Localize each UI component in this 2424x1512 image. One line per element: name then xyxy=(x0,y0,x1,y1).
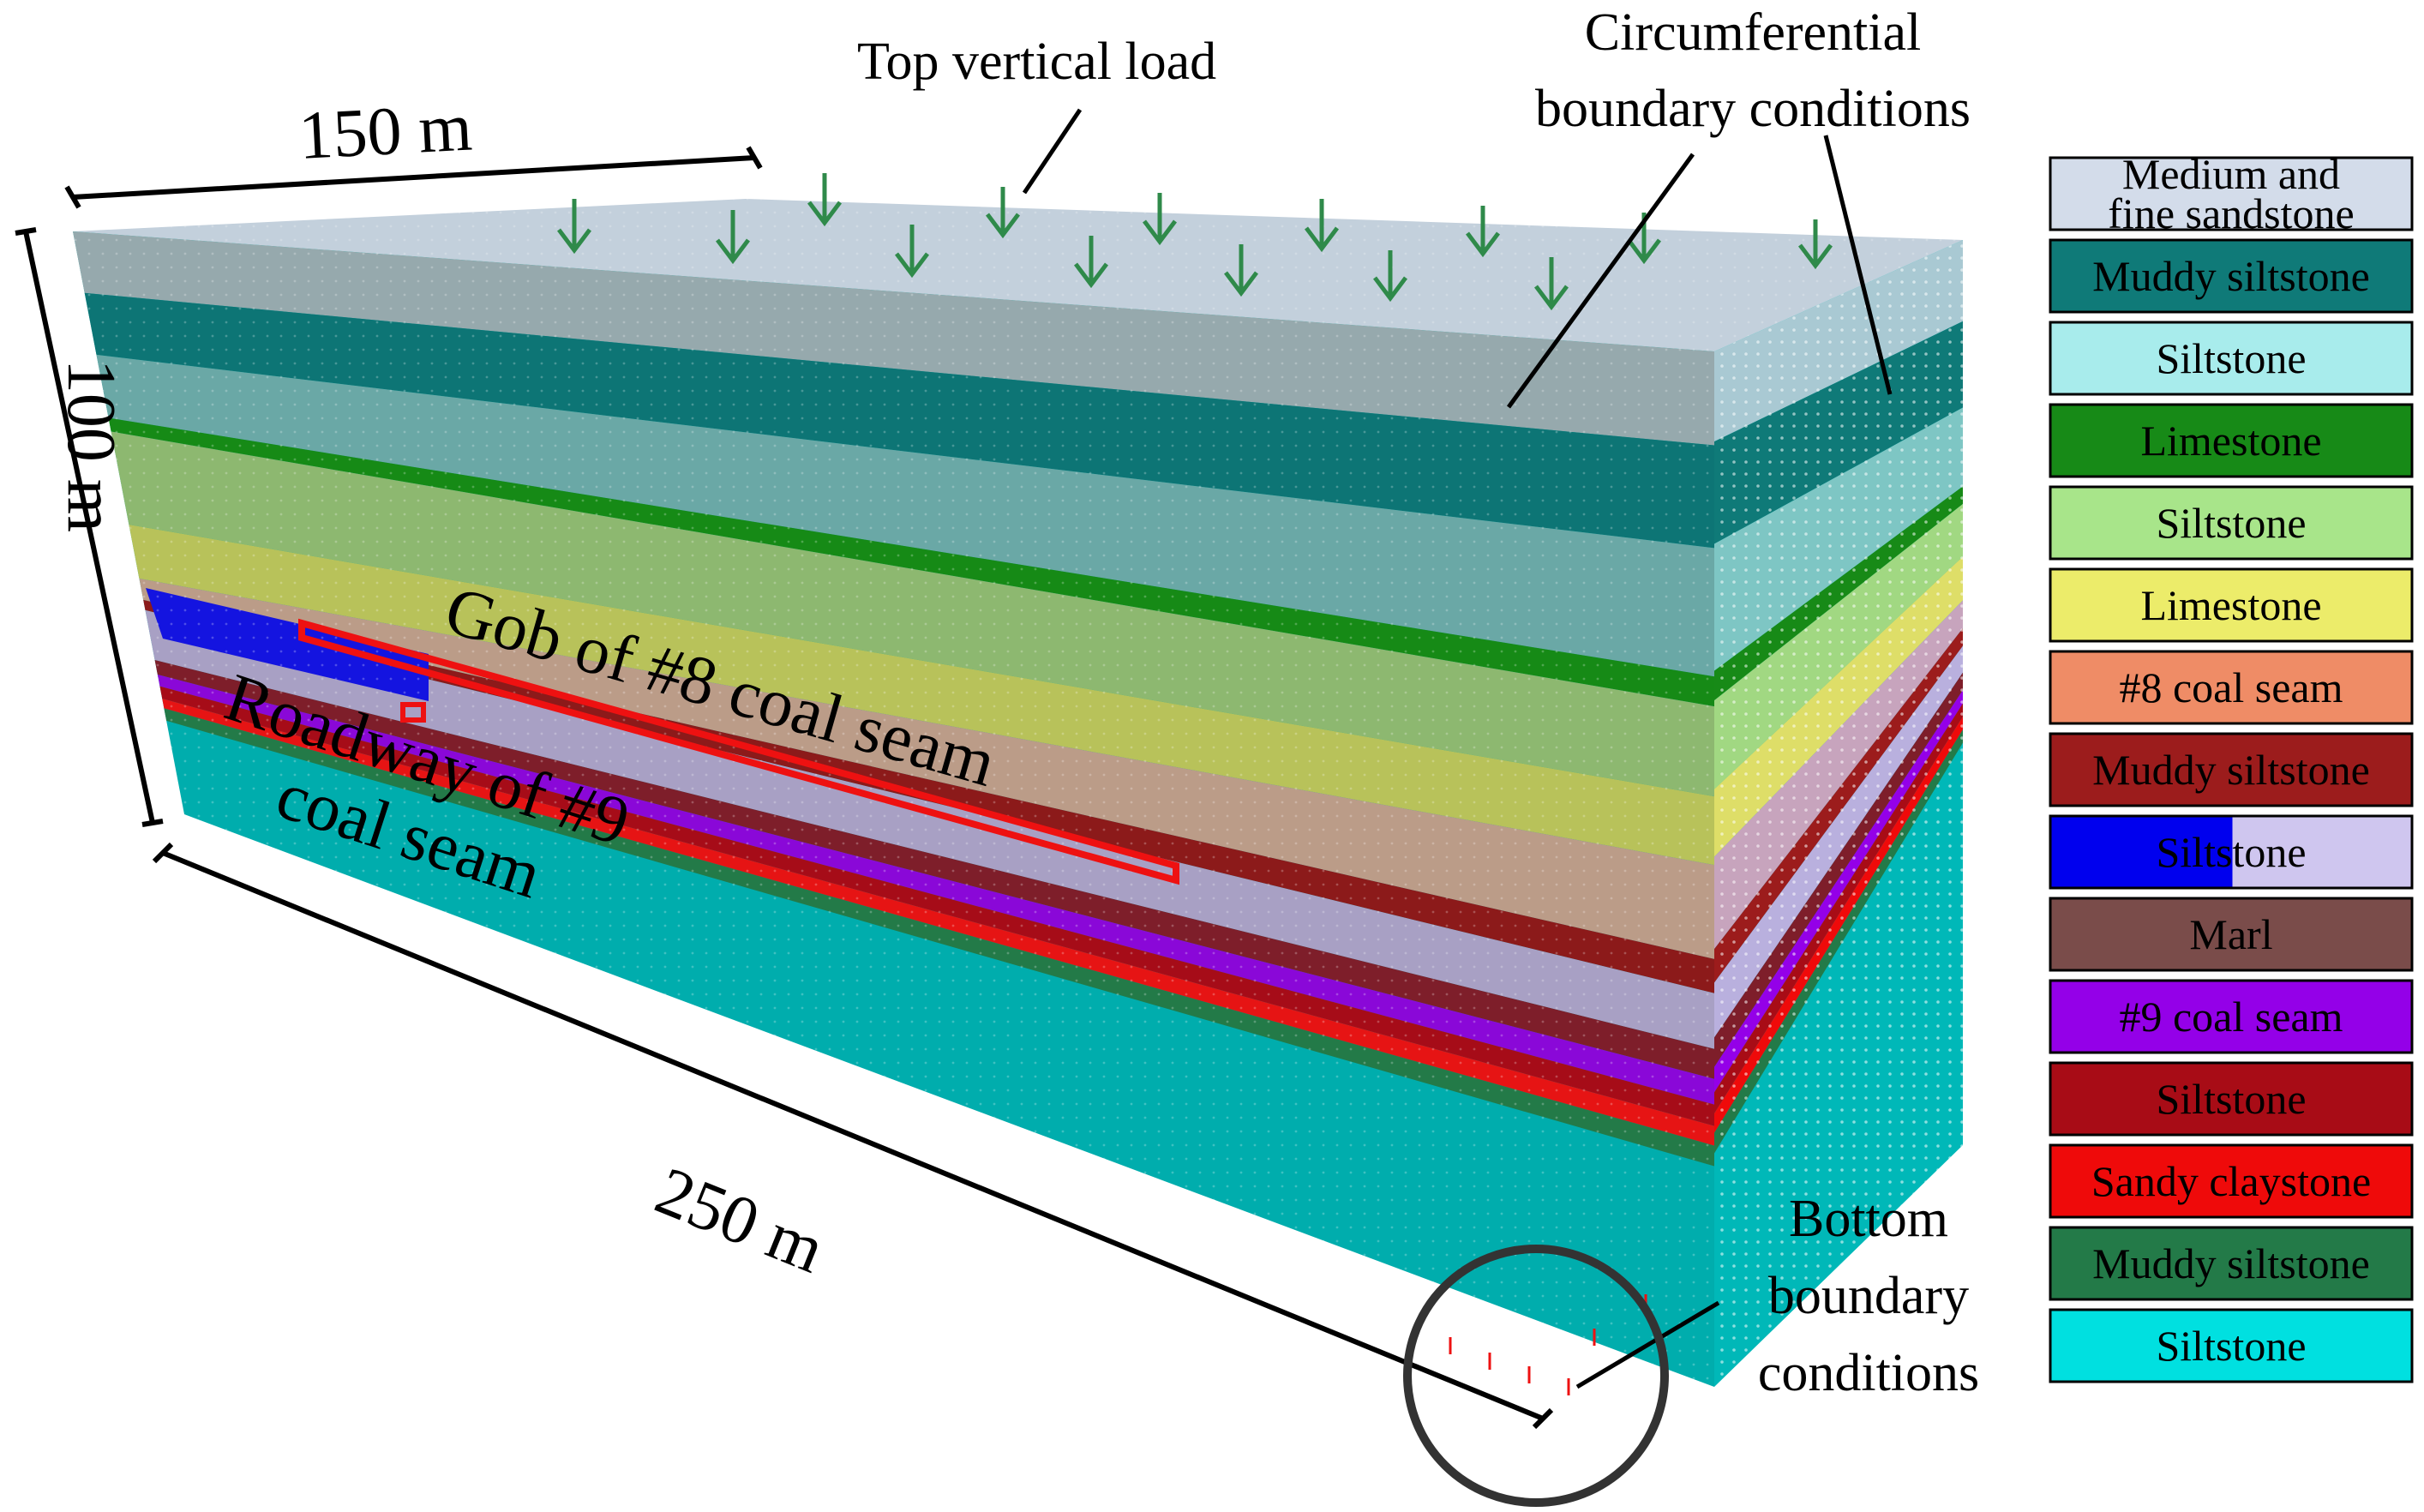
legend-label: #8 coal seam xyxy=(2119,663,2343,711)
legend-item: Siltstone xyxy=(2049,814,2414,890)
legend-item: Muddy siltstone xyxy=(2049,732,2414,807)
legend-label: Siltstone xyxy=(2156,828,2306,876)
load-arrow-icon xyxy=(1466,206,1500,258)
legend-label: Medium and xyxy=(2122,150,2340,198)
legend-swatch xyxy=(2049,485,2414,561)
load-arrow-icon xyxy=(1373,250,1407,303)
leader-lines xyxy=(1022,108,1893,1389)
legend-item: #8 coal seam xyxy=(2049,650,2414,725)
dim-width-label: 150 m xyxy=(297,90,474,174)
load-arrow-icon xyxy=(557,199,591,255)
dim-height-label: 100 m xyxy=(53,359,129,532)
legend-swatch xyxy=(2049,732,2414,807)
legend-label: Muddy siltstone xyxy=(2092,1239,2370,1287)
dimension-lines xyxy=(15,146,1554,1430)
dim-length-label: 250 m xyxy=(645,1153,834,1287)
load-arrow-icon xyxy=(1798,219,1833,270)
legend-swatch xyxy=(2049,1308,2414,1383)
gob-highlight-box xyxy=(298,618,1179,885)
bottom-boundary-circle xyxy=(1403,1245,1669,1507)
legend-label: Siltstone xyxy=(2156,334,2306,382)
legend-item: Siltstone xyxy=(2049,1061,2414,1137)
bottom-label-2: boundary xyxy=(1768,1267,1969,1325)
legend-label: Muddy siltstone xyxy=(2092,252,2370,300)
legend-swatch-split xyxy=(2051,817,2233,887)
bottom-label-1: Bottom xyxy=(1789,1190,1948,1248)
legend-swatch xyxy=(2049,1061,2414,1137)
load-arrow-icon xyxy=(895,225,929,279)
legend-label: Sandy claystone xyxy=(2091,1157,2371,1205)
legend-item: Limestone xyxy=(2049,567,2414,643)
load-arrow-icon xyxy=(1305,199,1339,253)
legend-label: Siltstone xyxy=(2156,499,2306,547)
legend-item: Siltstone xyxy=(2049,321,2414,396)
legend-item: Muddy siltstone xyxy=(2049,1226,2414,1301)
load-arrow-icon xyxy=(986,187,1020,239)
load-arrow-icon xyxy=(1143,193,1177,246)
legend-item: Sandy claystone xyxy=(2049,1143,2414,1219)
legend-item: Limestone xyxy=(2049,403,2414,478)
legend-swatch xyxy=(2049,650,2414,725)
legend-label: Limestone xyxy=(2140,581,2321,629)
legend-label: fine sandstone xyxy=(2108,189,2354,237)
circumferential-label-1: Circumferential xyxy=(1585,3,1922,62)
load-arrow-icon xyxy=(1224,244,1258,297)
legend-swatch xyxy=(2049,897,2414,972)
legend-swatch xyxy=(2049,1226,2414,1301)
legend-item: Siltstone xyxy=(2049,485,2414,561)
top-load-label: Top vertical load xyxy=(857,33,1216,91)
legend-item: #9 coal seam xyxy=(2049,979,2414,1054)
legend-label: Muddy siltstone xyxy=(2092,746,2370,794)
load-arrow-icon xyxy=(1074,236,1108,289)
legend-swatch xyxy=(2049,1143,2414,1219)
legend-label: Marl xyxy=(2189,910,2272,958)
bottom-label-3: conditions xyxy=(1758,1344,1979,1402)
legend-swatch xyxy=(2049,567,2414,643)
load-arrow-icon xyxy=(807,173,842,227)
circumferential-label-2: boundary conditions xyxy=(1535,80,1971,138)
legend-item: Muddy siltstone xyxy=(2049,238,2414,314)
roadway-marker xyxy=(400,702,426,723)
legend-label: Siltstone xyxy=(2156,1322,2306,1370)
legend-item: Marl xyxy=(2049,897,2414,972)
load-arrow-icon xyxy=(1534,257,1569,311)
legend-swatch xyxy=(2049,321,2414,396)
legend-item: Siltstone xyxy=(2049,1308,2414,1383)
legend-swatch xyxy=(2049,156,2414,231)
load-arrow-icon xyxy=(716,210,750,265)
legend-label: Siltstone xyxy=(2156,1075,2306,1123)
legend-label: #9 coal seam xyxy=(2119,993,2343,1041)
legend-swatch xyxy=(2049,238,2414,314)
legend-label: Limestone xyxy=(2140,417,2321,465)
legend-swatch xyxy=(2049,403,2414,478)
legend-swatch xyxy=(2049,979,2414,1054)
